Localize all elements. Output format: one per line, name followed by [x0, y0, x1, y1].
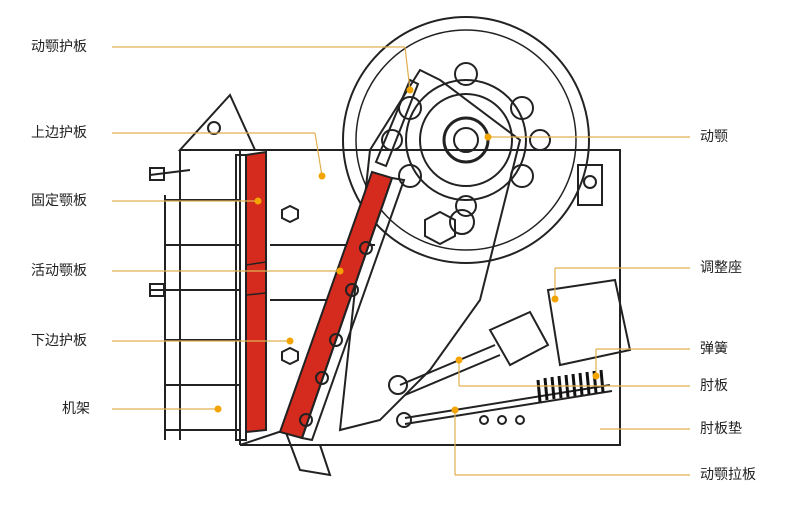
label-fixed-jaw-plate: 固定颚板	[31, 193, 87, 209]
label-spring: 弹簧	[700, 341, 728, 357]
frame-body	[149, 93, 621, 477]
label-movable-jaw-plate: 活动颚板	[31, 263, 87, 279]
label-toggle-plate: 肘板	[700, 378, 728, 394]
fixed-jaw-plate	[235, 150, 267, 441]
movable-jaw-body	[338, 68, 522, 432]
label-upper-side-guard: 上边护板	[31, 125, 87, 141]
label-lower-side-guard: 下边护板	[31, 333, 87, 349]
adjust-mechanism	[388, 278, 632, 428]
leader-lines	[112, 46, 690, 476]
movable-jaw-guard	[374, 78, 420, 168]
label-jaw-pull-rod: 动颚拉板	[700, 467, 756, 483]
label-movable-jaw: 动颚	[700, 129, 728, 145]
label-movable-jaw-guard: 动颚护板	[31, 39, 87, 55]
label-toggle-pad: 肘板垫	[700, 421, 742, 437]
leader-dots	[214, 86, 600, 414]
label-adjust-seat: 调整座	[700, 260, 742, 276]
label-frame: 机架	[62, 401, 90, 417]
movable-jaw-plate	[278, 170, 406, 442]
flywheel	[342, 16, 590, 264]
